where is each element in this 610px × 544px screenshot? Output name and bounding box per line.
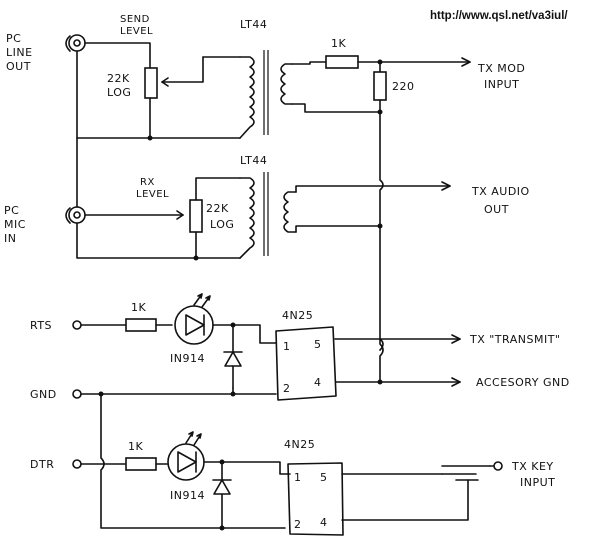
secondary2-ground-wire [295, 225, 381, 233]
dtr-resistor-label: 1K [128, 440, 143, 453]
rx-level-label-2: LEVEL [136, 189, 169, 200]
opto2-pin5: 5 [320, 471, 328, 484]
rts-led [174, 293, 214, 345]
pc-mic-in-label-3: IN [4, 232, 16, 245]
send-level-label-1: SEND [120, 14, 150, 25]
tx-audio-label-1: TX AUDIO [471, 185, 530, 198]
opto1-pin2: 2 [283, 382, 291, 395]
pot2-value-label-2: LOG [210, 218, 234, 231]
pc-mic-in-label-1: PC [4, 204, 19, 217]
tx-audio-wire [295, 185, 451, 193]
dtr-label: DTR [30, 458, 54, 471]
transformer2-secondary-coil [283, 191, 297, 233]
tx-audio-label-2: OUT [484, 203, 509, 216]
pc-mic-in-label-2: MIC [4, 218, 26, 231]
opto1-pin4: 4 [314, 376, 322, 389]
tx-mod-arrow [461, 57, 471, 67]
shunt-resistor-220 [373, 71, 387, 101]
pot1-wiper-arrow [161, 77, 169, 87]
pc-line-out-label-1: PC [6, 32, 21, 45]
opto1-pin5: 5 [314, 338, 322, 351]
send-level-potentiometer [144, 67, 158, 99]
dtr-led [167, 431, 205, 481]
rts-resistor-1k [125, 318, 157, 332]
pot2-value-label-1: 22K [206, 202, 229, 215]
transformer2-label: LT44 [240, 154, 267, 167]
transformer1-primary-coil [239, 56, 255, 139]
opto1-pin1: 1 [283, 340, 291, 353]
tx-transmit-arrow [451, 334, 461, 344]
ground-bus-vertical [379, 99, 384, 383]
pot1-value-label-1: 22K [107, 72, 130, 85]
series-resistor-1k [325, 55, 359, 69]
junction-dot [230, 391, 236, 397]
tx-key-jack [441, 461, 503, 481]
tx-transmit-wire [334, 338, 461, 351]
rts-diode [223, 324, 243, 389]
tx-audio-arrow [441, 181, 451, 191]
secondary1-ground-wire [291, 103, 381, 113]
shunt-resistor-label: 220 [392, 80, 415, 93]
line-out-ground-wire [76, 50, 241, 139]
opto2-pin4: 4 [320, 516, 328, 529]
junction-dot [377, 379, 383, 385]
line-out-signal-wire [84, 42, 151, 69]
pc-mic-in-jack [65, 206, 86, 224]
opto2-pin2: 2 [294, 518, 302, 531]
series-resistor-label: 1K [331, 37, 346, 50]
source-url: http://www.qsl.net/va3iul/ [430, 10, 568, 22]
tx-mod-label-1: TX MOD [477, 62, 525, 75]
opto2-label: 4N25 [284, 438, 315, 451]
opto2-emitter-wire [341, 479, 469, 521]
rts-resistor-label: 1K [131, 301, 146, 314]
transformer1-secondary-coil [280, 61, 327, 105]
junction-dot [147, 135, 153, 141]
diode1-label: IN914 [170, 352, 205, 365]
transformer2-primary-coil [239, 177, 255, 259]
tx-key-label-2: INPUT [520, 476, 555, 489]
gnd-label: GND [30, 388, 57, 401]
dtr-resistor-1k [125, 457, 157, 471]
rts-label: RTS [30, 319, 52, 332]
pot2-top-wire [195, 177, 241, 201]
rx-level-potentiometer [189, 199, 203, 233]
dtr-diode [212, 461, 232, 529]
tx-mod-label-2: INPUT [484, 78, 519, 91]
junction-dot [377, 109, 383, 115]
transformer2-core [263, 172, 269, 256]
pot1-wiper-wire [161, 56, 204, 83]
junction-dot [377, 223, 383, 229]
gnd-terminal [72, 389, 82, 399]
tx-key-label-1: TX KEY [511, 460, 554, 473]
rts-terminal [72, 320, 82, 330]
pc-line-out-jack [65, 34, 86, 52]
opto2-ic [287, 462, 344, 536]
transformer1-core [263, 50, 269, 135]
rx-level-label-1: RX [140, 177, 155, 188]
dtr-terminal [72, 459, 82, 469]
opto2-pin1: 1 [294, 471, 302, 484]
pc-line-out-label-2: LINE [6, 46, 33, 59]
junction-dot [219, 525, 225, 531]
mic-in-ground-wire [76, 222, 241, 259]
tx-transmit-label: TX "TRANSMIT" [469, 333, 560, 346]
led1-to-opto-wire [212, 324, 277, 344]
send-level-label-2: LEVEL [120, 26, 153, 37]
junction-dot [193, 255, 199, 261]
opto1-label: 4N25 [282, 309, 313, 322]
accessory-gnd-arrow [451, 377, 461, 387]
pot2-wiper-arrow [176, 210, 184, 220]
led2-to-opto-wire [203, 461, 291, 475]
pot1-value-label-2: LOG [107, 86, 131, 99]
diode2-label: IN914 [170, 489, 205, 502]
pc-line-out-label-3: OUT [6, 60, 31, 73]
accessory-gnd-label: ACCESORY GND [476, 376, 570, 389]
transformer1-label: LT44 [240, 18, 267, 31]
opto1-ic [275, 326, 337, 401]
